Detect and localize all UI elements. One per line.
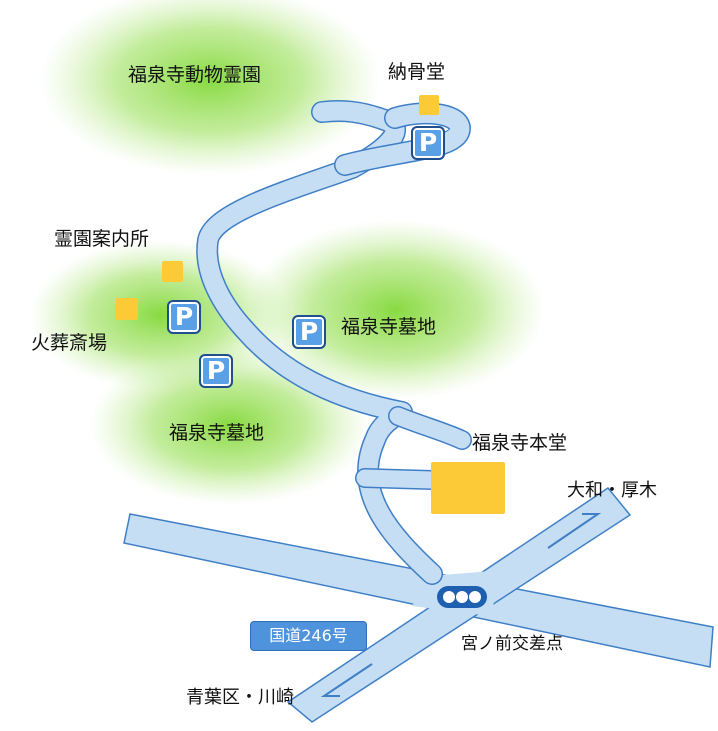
parking-icon: P — [199, 354, 233, 388]
parking-icon: P — [411, 126, 445, 160]
graveyard-west-label: 福泉寺墓地 — [169, 422, 265, 444]
ossuary-building — [419, 95, 439, 115]
signal-light — [443, 591, 455, 603]
highway-road — [123, 513, 714, 668]
crematorium-label: 火葬斎場 — [31, 332, 108, 354]
arrow-northeast-icon — [547, 513, 602, 549]
animal-cemetery-label: 福泉寺動物霊園 — [128, 64, 262, 86]
main-hall-branch-road-fill — [356, 469, 441, 489]
hall-approach-road-fill — [389, 407, 471, 449]
direction-southwest-label: 青葉区・川崎 — [186, 687, 294, 708]
traffic-signal-icon — [437, 586, 487, 608]
graveyard-east-label: 福泉寺墓地 — [341, 316, 437, 338]
signal-light — [469, 591, 481, 603]
ossuary-label: 納骨堂 — [388, 61, 446, 83]
crematorium-building — [116, 298, 138, 320]
parking-icon: P — [292, 315, 326, 349]
main-hall-label: 福泉寺本堂 — [472, 432, 568, 454]
route-246-badge: 国道246号 — [250, 621, 367, 651]
cemetery-office-label: 霊園案内所 — [54, 228, 150, 250]
temple-access-road-fill — [197, 101, 442, 584]
greenery-animal-cemetery — [40, 0, 380, 175]
cemetery-office-building — [162, 261, 183, 282]
signal-light — [456, 591, 468, 603]
greenery-graveyard-east — [245, 220, 545, 400]
arrow-southwest-icon — [320, 663, 373, 697]
parking-icon: P — [167, 300, 201, 334]
direction-northeast-label: 大和・厚木 — [567, 480, 657, 501]
main-hall-building — [431, 462, 505, 514]
intersection-label: 宮ノ前交差点 — [461, 634, 563, 654]
